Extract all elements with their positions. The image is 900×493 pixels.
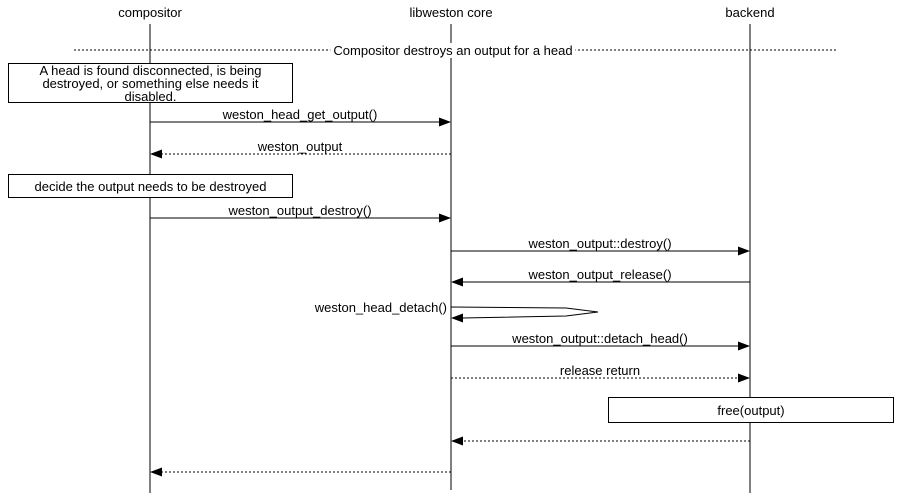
message-label-output-release: weston_output_release(): [528, 267, 672, 282]
note-free-output-text: free(output): [717, 402, 785, 418]
arrow-free-return-head: [451, 436, 463, 446]
arrow-detach-head-vfunc-head: [738, 341, 750, 351]
message-label-head-detach: weston_head_detach(): [314, 300, 447, 315]
note-head-disconnected-line1: A head is found disconnected, is being: [39, 62, 262, 78]
note-free-output: free(output): [608, 397, 894, 423]
arrow-output-destroy-vfunc-head: [738, 246, 750, 256]
message-label-output-destroy-vfunc: weston_output::destroy(): [528, 236, 672, 251]
arrow-destroy-return-head: [150, 467, 162, 477]
arrow-head-detach-loop: [450, 306, 599, 319]
arrow-output-destroy-head: [439, 213, 451, 223]
note-decide-destroy: decide the output needs to be destroyed: [8, 174, 293, 198]
note-head-disconnected-line2: destroyed, or something else needs it: [42, 75, 259, 91]
arrow-weston-output-head: [150, 149, 162, 159]
message-label-head-get-output: weston_head_get_output(): [222, 107, 378, 122]
note-head-disconnected-line3: disabled.: [124, 88, 177, 104]
note-head-disconnected: A head is found disconnected, is being d…: [8, 63, 293, 103]
message-label-output-destroy: weston_output_destroy(): [228, 203, 372, 218]
arrow-output-release-head: [451, 277, 463, 287]
message-label-weston-output: weston_output: [257, 139, 343, 154]
participant-libweston-core: libweston core: [409, 5, 493, 20]
divider-label: Compositor destroys an output for a head: [330, 43, 576, 58]
message-label-release-return: release return: [559, 363, 641, 378]
arrow-head-get-output-head: [439, 117, 451, 127]
arrow-head-detach-head: [451, 313, 463, 323]
message-label-detach-head-vfunc: weston_output::detach_head(): [512, 331, 688, 346]
participant-compositor: compositor: [118, 5, 182, 20]
arrow-release-return-head: [738, 373, 750, 383]
note-decide-destroy-text: decide the output needs to be destroyed: [34, 178, 267, 194]
participant-backend: backend: [725, 5, 775, 20]
